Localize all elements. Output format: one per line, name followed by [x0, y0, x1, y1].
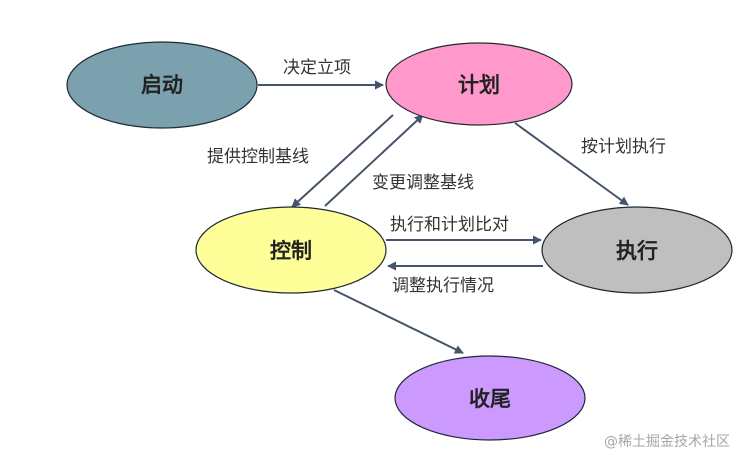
edge-control-to-close: [333, 289, 464, 354]
edge-execute-to-control: 调整执行情况: [387, 261, 543, 296]
node-label-execute: 执行: [616, 239, 658, 263]
edge-label-plan-to-execute: 按计划执行: [581, 137, 666, 157]
edge-control-to-plan: 变更调整基线: [324, 114, 474, 207]
node-plan: 计划: [385, 42, 573, 126]
edge-label-control-to-plan: 变更调整基线: [372, 173, 474, 193]
edge-label-plan-to-control: 提供控制基线: [207, 147, 309, 167]
node-control: 控制: [195, 206, 387, 294]
node-close: 收尾: [394, 355, 586, 441]
edge-plan-to-control: 提供控制基线: [207, 114, 394, 208]
node-label-control: 控制: [270, 239, 312, 263]
node-label-start: 启动: [141, 73, 183, 97]
edge-label-control-to-execute: 执行和计划比对: [390, 215, 509, 235]
watermark: @稀土掘金技术社区: [604, 434, 730, 450]
edge-plan-to-execute: 按计划执行: [514, 122, 666, 206]
edge-control-to-execute: 执行和计划比对: [386, 215, 542, 245]
node-execute: 执行: [541, 206, 733, 294]
node-label-plan: 计划: [458, 73, 500, 97]
edge-label-start-to-plan: 决定立项: [283, 58, 351, 78]
node-start: 启动: [66, 41, 258, 129]
edge-start-to-plan: 决定立项: [258, 58, 384, 90]
node-label-close: 收尾: [469, 387, 511, 411]
edge-label-execute-to-control: 调整执行情况: [392, 276, 494, 296]
